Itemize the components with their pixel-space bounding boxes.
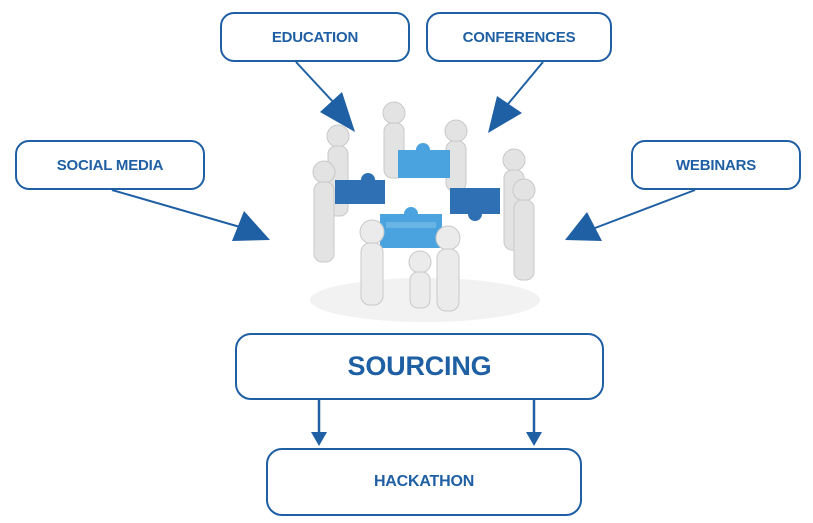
puzzle-pieces <box>335 143 500 248</box>
sourcing-node: SOURCING <box>235 333 604 400</box>
hackathon-label: HACKATHON <box>373 473 475 490</box>
arrowhead-webinars <box>565 212 602 241</box>
arrowhead-social-media <box>232 211 270 241</box>
arrow-conferences <box>507 61 544 105</box>
arrowhead-hackathon-right <box>526 432 542 446</box>
arrowhead-education <box>320 92 355 132</box>
sourcing-label: SOURCING <box>347 351 492 381</box>
arrow-webinars <box>594 189 696 229</box>
arrowhead-conferences <box>488 96 522 133</box>
education-node: EDUCATION <box>220 12 410 62</box>
hackathon-node: HACKATHON <box>266 448 582 516</box>
arrow-education <box>295 61 336 105</box>
social-media-label: SOCIAL MEDIA <box>56 156 164 174</box>
arrow-social-media <box>111 189 241 228</box>
webinars-label: WEBINARS <box>675 156 757 174</box>
social-media-node: SOCIAL MEDIA <box>15 140 205 190</box>
conferences-node: CONFERENCES <box>426 12 612 62</box>
education-label: EDUCATION <box>271 28 359 46</box>
arrowhead-hackathon-left <box>311 432 327 446</box>
webinars-node: WEBINARS <box>631 140 801 190</box>
conferences-label: CONFERENCES <box>462 28 576 46</box>
puzzle-team-illustration <box>310 101 540 322</box>
